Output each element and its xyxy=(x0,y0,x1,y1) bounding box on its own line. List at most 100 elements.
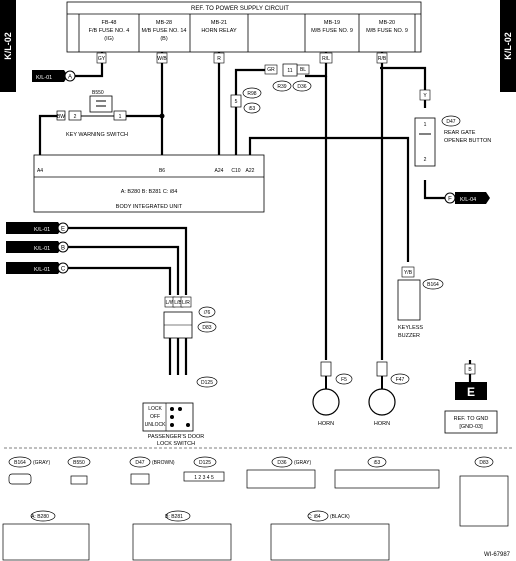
ref-kl01-a: K/L-01 A xyxy=(32,70,76,82)
svg-text:K/L-01: K/L-01 xyxy=(34,246,50,252)
svg-text:OFF: OFF xyxy=(150,414,160,420)
svg-text:A: B280 B: B281 C: i84: A: B280 B: B281 C: i84 xyxy=(121,189,178,195)
svg-text:D47: D47 xyxy=(135,460,144,466)
svg-text:i53: i53 xyxy=(374,460,381,466)
passenger-connectors: i76 D83 D125 LOCK OFF UNLOCK PASSENGER'S… xyxy=(142,306,218,447)
svg-text:1: 1 xyxy=(424,122,427,128)
svg-text:K/L-01: K/L-01 xyxy=(36,75,52,81)
diagram-code: WI-67987 xyxy=(484,552,511,558)
svg-text:A4: A4 xyxy=(37,168,43,174)
fuse-cell-6: MB-20 M/B FUSE NO. 9 xyxy=(366,20,408,34)
svg-text:Y/B: Y/B xyxy=(404,270,413,276)
svg-text:A24: A24 xyxy=(215,168,224,174)
svg-text:R/L: R/L xyxy=(322,56,330,62)
svg-text:KEYLESS: KEYLESS xyxy=(398,325,423,331)
svg-text:K/L-04: K/L-04 xyxy=(460,197,476,203)
svg-text:F: F xyxy=(448,197,452,203)
svg-text:2: 2 xyxy=(74,114,77,120)
svg-text:A22: A22 xyxy=(246,168,255,174)
connector-d36: D36 (GRAY) xyxy=(246,456,316,489)
svg-text:(GRAY): (GRAY) xyxy=(294,460,311,466)
svg-text:FB-48: FB-48 xyxy=(102,20,117,26)
svg-text:M/B FUSE NO. 9: M/B FUSE NO. 9 xyxy=(311,28,353,34)
svg-text:W/B: W/B xyxy=(157,56,167,62)
svg-text:1: 1 xyxy=(119,114,122,120)
svg-text:11: 11 xyxy=(287,68,292,74)
svg-text:GR: GR xyxy=(267,67,275,73)
connector-i53: i53 xyxy=(334,456,440,489)
svg-text:B164: B164 xyxy=(14,460,26,466)
connector-d125: D125 1 2 3 4 5 xyxy=(183,456,225,482)
svg-text:L/R: L/R xyxy=(182,300,190,306)
svg-text:KEY WARNING SWITCH: KEY WARNING SWITCH xyxy=(66,132,128,138)
body-integrated-unit: A4 B6 A24 C10 A22 A: B280 B: B281 C: i84… xyxy=(33,154,265,213)
fuse-cell-1: FB-48 F/B FUSE NO. 4 (IG) xyxy=(89,20,130,42)
ground-symbol: E REF. TO GND [GND-03] xyxy=(444,382,498,434)
svg-text:LOCK SWITCH: LOCK SWITCH xyxy=(157,441,195,447)
svg-text:B550: B550 xyxy=(73,460,85,466)
svg-text:MB-28: MB-28 xyxy=(156,20,172,26)
section-tab-left: K/L-02 xyxy=(0,0,16,92)
ref-f-kl04: F K/L-04 xyxy=(444,192,490,204)
svg-text:F/B FUSE NO. 4: F/B FUSE NO. 4 xyxy=(89,28,130,34)
ref-kl01-c: K/L-01 C xyxy=(6,262,69,274)
wires xyxy=(38,52,472,392)
svg-text:LOCK: LOCK xyxy=(148,406,162,412)
svg-text:(GRAY): (GRAY) xyxy=(33,460,50,466)
svg-text:BODY INTEGRATED UNIT: BODY INTEGRATED UNIT xyxy=(116,204,183,210)
svg-text:B: B xyxy=(61,246,65,252)
wire-labels: GY W/B R R/L R/B GR BL Y/B L/W L/B L/R B… xyxy=(96,52,476,375)
svg-text:R/B: R/B xyxy=(378,56,387,62)
svg-text:Y: Y xyxy=(423,93,427,99)
svg-text:BUZZER: BUZZER xyxy=(398,333,420,339)
svg-text:L/B: L/B xyxy=(174,300,182,306)
svg-text:(B): (B) xyxy=(160,36,168,42)
svg-text:E: E xyxy=(61,227,65,233)
svg-text:C10: C10 xyxy=(231,168,240,174)
svg-text:(BLACK): (BLACK) xyxy=(330,514,350,520)
connector-b281: B: B281 xyxy=(132,510,232,561)
svg-text:R39: R39 xyxy=(277,84,286,90)
svg-text:D125: D125 xyxy=(199,460,211,466)
svg-text:C: C xyxy=(61,267,66,273)
svg-text:B: B xyxy=(468,367,472,373)
svg-text:A: B280: A: B280 xyxy=(31,514,49,520)
svg-text:F5: F5 xyxy=(341,377,347,383)
svg-text:i53: i53 xyxy=(249,106,256,112)
svg-text:K/L-01: K/L-01 xyxy=(34,227,50,233)
svg-text:R98: R98 xyxy=(247,91,256,97)
svg-text:OPENER BUTTON: OPENER BUTTON xyxy=(444,138,491,144)
svg-text:PASSENGER'S DOOR: PASSENGER'S DOOR xyxy=(148,434,205,440)
svg-text:MB-20: MB-20 xyxy=(379,20,395,26)
svg-text:[GND-03]: [GND-03] xyxy=(459,424,483,430)
svg-text:B6: B6 xyxy=(159,168,165,174)
ref-kl01-e: K/L-01 E xyxy=(6,222,69,234)
svg-text:MB-21: MB-21 xyxy=(211,20,227,26)
svg-text:D125: D125 xyxy=(201,380,213,386)
rear-gate-opener-button: 1 2 D47 REAR GATE OPENER BUTTON xyxy=(414,115,491,167)
ref-kl01-b: K/L-01 B xyxy=(6,241,69,253)
svg-text:HORN RELAY: HORN RELAY xyxy=(201,28,237,34)
connector-d47: D47 (BROWN) xyxy=(129,456,175,485)
svg-text:MB-19: MB-19 xyxy=(324,20,340,26)
svg-text:REAR GATE: REAR GATE xyxy=(444,130,476,136)
svg-text:M/B FUSE NO. 9: M/B FUSE NO. 9 xyxy=(366,28,408,34)
svg-text:F47: F47 xyxy=(396,377,405,383)
connector-b550: B550 xyxy=(67,456,91,485)
svg-text:(BROWN): (BROWN) xyxy=(152,460,175,466)
svg-text:E: E xyxy=(467,385,475,399)
connector-b164: B164 (GRAY) xyxy=(8,456,50,485)
svg-text:B164: B164 xyxy=(427,282,439,288)
horn-1: F5 HORN xyxy=(312,361,353,427)
horn-relay-cell: MB-21 HORN RELAY xyxy=(201,20,237,34)
svg-text:A: A xyxy=(68,75,72,81)
svg-text:i76: i76 xyxy=(204,310,211,316)
svg-text:D83: D83 xyxy=(202,325,211,331)
svg-text:2: 2 xyxy=(424,157,427,163)
section-tab-right: K/L-02 xyxy=(500,0,516,92)
svg-text:D83: D83 xyxy=(479,460,488,466)
connector-i84: C: i84 (BLACK) xyxy=(270,510,390,561)
svg-text:R: R xyxy=(217,56,221,62)
svg-text:BL: BL xyxy=(300,67,306,73)
